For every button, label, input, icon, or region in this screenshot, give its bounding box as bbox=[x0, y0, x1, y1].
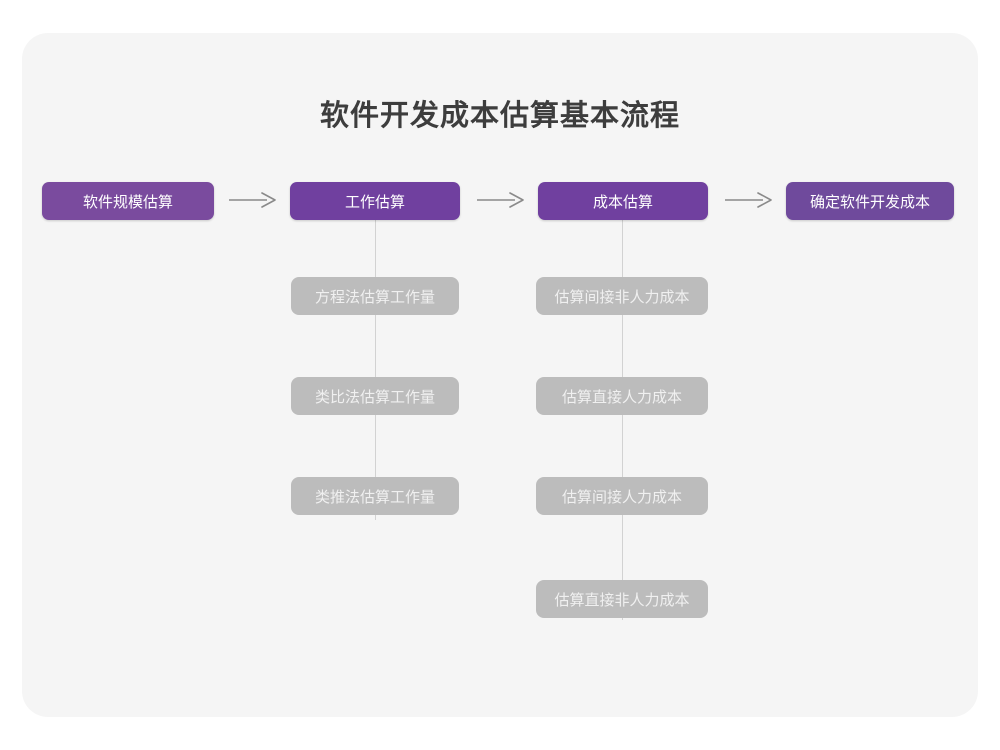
stage-node-label: 工作估算 bbox=[344, 193, 405, 211]
sub-node-label: 估算间接非人力成本 bbox=[554, 288, 690, 306]
stage-node-cost-estimation[interactable]: 成本估算 bbox=[538, 182, 708, 220]
sub-node-indirect-non-labor-cost[interactable]: 估算间接非人力成本 bbox=[536, 277, 708, 315]
sub-node-label: 估算直接人力成本 bbox=[561, 388, 682, 406]
arrow-right-icon bbox=[228, 188, 276, 212]
sub-node-label: 方程法估算工作量 bbox=[314, 288, 435, 306]
diagram-card bbox=[22, 33, 978, 717]
stage-node-determine-dev-cost[interactable]: 确定软件开发成本 bbox=[786, 182, 954, 220]
stage-node-label: 成本估算 bbox=[592, 193, 653, 211]
stage-node-software-scale-estimation[interactable]: 软件规模估算 bbox=[42, 182, 214, 220]
sub-node-label: 估算间接人力成本 bbox=[561, 488, 682, 506]
stage-node-label: 软件规模估算 bbox=[82, 193, 173, 211]
arrow-right-icon bbox=[476, 188, 524, 212]
sub-node-label: 估算直接非人力成本 bbox=[554, 591, 690, 609]
stage-node-work-estimation[interactable]: 工作估算 bbox=[290, 182, 460, 220]
stage-node-label: 确定软件开发成本 bbox=[809, 193, 930, 211]
arrow-right-icon bbox=[724, 188, 772, 212]
sub-node-equation-method-workload[interactable]: 方程法估算工作量 bbox=[291, 277, 459, 315]
sub-node-direct-non-labor-cost[interactable]: 估算直接非人力成本 bbox=[536, 580, 708, 618]
connector-line bbox=[375, 220, 376, 520]
sub-node-inference-method-workload[interactable]: 类推法估算工作量 bbox=[291, 477, 459, 515]
connector-line bbox=[622, 220, 623, 620]
sub-node-indirect-labor-cost[interactable]: 估算间接人力成本 bbox=[536, 477, 708, 515]
page-title: 软件开发成本估算基本流程 bbox=[319, 100, 680, 132]
sub-node-analogy-method-workload[interactable]: 类比法估算工作量 bbox=[291, 377, 459, 415]
sub-node-direct-labor-cost[interactable]: 估算直接人力成本 bbox=[536, 377, 708, 415]
sub-node-label: 类比法估算工作量 bbox=[314, 388, 435, 406]
sub-node-label: 类推法估算工作量 bbox=[314, 488, 435, 506]
